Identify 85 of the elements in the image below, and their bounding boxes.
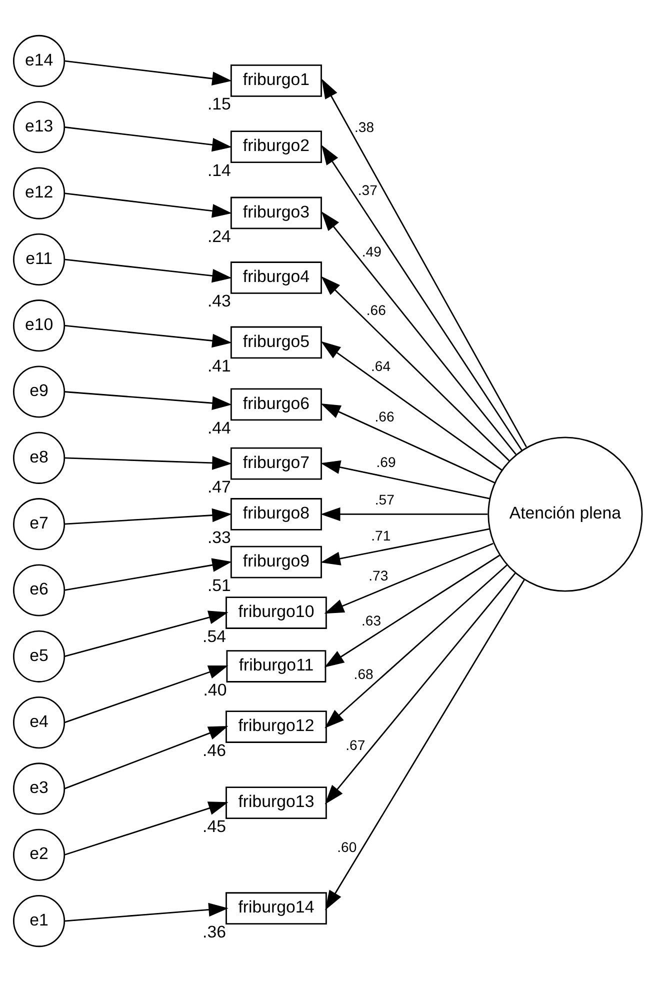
node-label: .46 <box>202 740 226 760</box>
node-circle: e12 <box>13 167 66 220</box>
node-label: .43 <box>207 292 231 311</box>
node-box: friburgo11 <box>226 650 326 682</box>
node-label: .51 <box>207 576 231 596</box>
node-circle: Atención plena <box>488 436 643 592</box>
edge-label: .66 <box>366 302 386 318</box>
edge-label: .63 <box>361 612 382 628</box>
node-box: friburgo4 <box>230 262 322 294</box>
arrow <box>64 666 228 724</box>
arrow <box>322 145 522 451</box>
edge-label: .68 <box>354 666 374 682</box>
node-circle: e2 <box>13 828 66 881</box>
node-circle: e9 <box>13 366 66 418</box>
arrow <box>64 558 232 591</box>
node-box: friburgo9 <box>230 546 322 578</box>
edge-label: .67 <box>346 737 366 754</box>
arrow <box>320 528 490 566</box>
arrow <box>320 460 490 500</box>
arrow <box>64 726 228 790</box>
node-circle: e1 <box>13 895 66 948</box>
arrow <box>64 610 228 658</box>
node-circle: e3 <box>13 762 66 815</box>
node-label: .44 <box>207 418 231 438</box>
arrow <box>321 211 516 455</box>
arrow <box>64 258 232 283</box>
node-circle: e4 <box>13 696 66 749</box>
node-circle: e10 <box>13 300 66 352</box>
edge-label: .37 <box>358 182 378 198</box>
node-label: .36 <box>202 922 226 942</box>
node-circle: e6 <box>13 564 66 616</box>
edge-label: .49 <box>362 244 382 260</box>
arrow <box>320 507 488 522</box>
arrow <box>64 60 232 86</box>
node-label: .47 <box>207 478 231 497</box>
arrow <box>64 802 228 856</box>
node-label: .41 <box>207 356 231 376</box>
node-label: .54 <box>202 626 226 646</box>
node-label: .45 <box>202 816 226 836</box>
node-box: friburgo2 <box>230 130 322 164</box>
arrow <box>64 391 232 410</box>
node-label: .40 <box>203 680 227 700</box>
arrow <box>64 508 232 525</box>
node-label: .24 <box>207 226 231 246</box>
node-circle: e14 <box>13 34 66 87</box>
arrow <box>320 341 502 471</box>
arrow <box>325 579 525 910</box>
node-label: .33 <box>207 528 231 548</box>
node-box: friburgo8 <box>230 498 322 530</box>
edge-label: .66 <box>374 408 394 425</box>
arrow <box>324 542 494 614</box>
node-circle: e11 <box>13 233 66 286</box>
node-box: friburgo13 <box>226 786 327 819</box>
node-circle: e8 <box>13 432 66 484</box>
edge-label: .73 <box>368 567 388 584</box>
node-box: friburgo6 <box>230 388 322 421</box>
node-box: friburgo7 <box>230 447 322 480</box>
arrow <box>64 902 228 922</box>
arrow <box>321 276 510 462</box>
node-label: .14 <box>207 160 231 180</box>
node-circle: e5 <box>13 630 66 682</box>
arrow <box>64 126 232 152</box>
node-circle: e13 <box>13 101 66 154</box>
arrow <box>320 404 495 484</box>
node-label: .15 <box>207 94 231 114</box>
edge-label: .60 <box>337 839 357 856</box>
arrow <box>324 554 500 668</box>
node-box: friburgo14 <box>226 892 327 925</box>
node-box: friburgo10 <box>226 596 327 629</box>
arrow <box>64 456 232 470</box>
edge-label: .38 <box>354 118 374 135</box>
arrow <box>64 324 232 348</box>
node-box: friburgo3 <box>230 196 322 230</box>
arrow <box>324 564 508 728</box>
edge-label: .64 <box>371 358 391 374</box>
arrow <box>322 78 527 448</box>
arrow <box>324 572 516 804</box>
node-box: friburgo12 <box>226 710 327 743</box>
node-box: friburgo5 <box>230 326 322 359</box>
arrow <box>64 192 232 218</box>
node-circle: e7 <box>13 498 66 550</box>
node-box: friburgo1 <box>230 64 322 97</box>
edge-label: .57 <box>374 492 394 508</box>
edge-label: .71 <box>371 528 391 544</box>
edge-label: .69 <box>376 454 396 470</box>
